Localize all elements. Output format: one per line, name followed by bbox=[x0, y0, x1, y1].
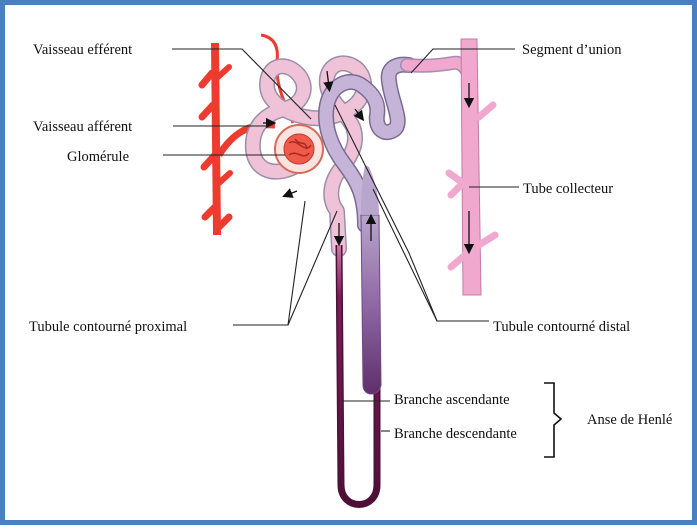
label-glomerule: Glomérule bbox=[67, 149, 129, 165]
label-branche-descendante: Branche descendante bbox=[394, 426, 517, 442]
glomerulus bbox=[275, 125, 323, 173]
label-tubule-distal: Tubule contourné distal bbox=[493, 319, 630, 335]
henle-brace bbox=[544, 383, 561, 457]
label-vaisseau-afferent: Vaisseau afférent bbox=[33, 119, 132, 135]
nephron-diagram: Vaisseau efférent Vaisseau afférent Glom… bbox=[5, 5, 697, 530]
collecting-system bbox=[407, 39, 495, 295]
label-tube-collecteur: Tube collecteur bbox=[523, 181, 613, 197]
label-tubule-proximal: Tubule contourné proximal bbox=[29, 319, 187, 335]
label-segment-union: Segment d’union bbox=[522, 42, 622, 58]
label-vaisseau-efferent: Vaisseau efférent bbox=[33, 42, 132, 58]
label-anse-henle: Anse de Henlé bbox=[587, 412, 672, 428]
label-branche-ascendante: Branche ascendante bbox=[394, 392, 510, 408]
